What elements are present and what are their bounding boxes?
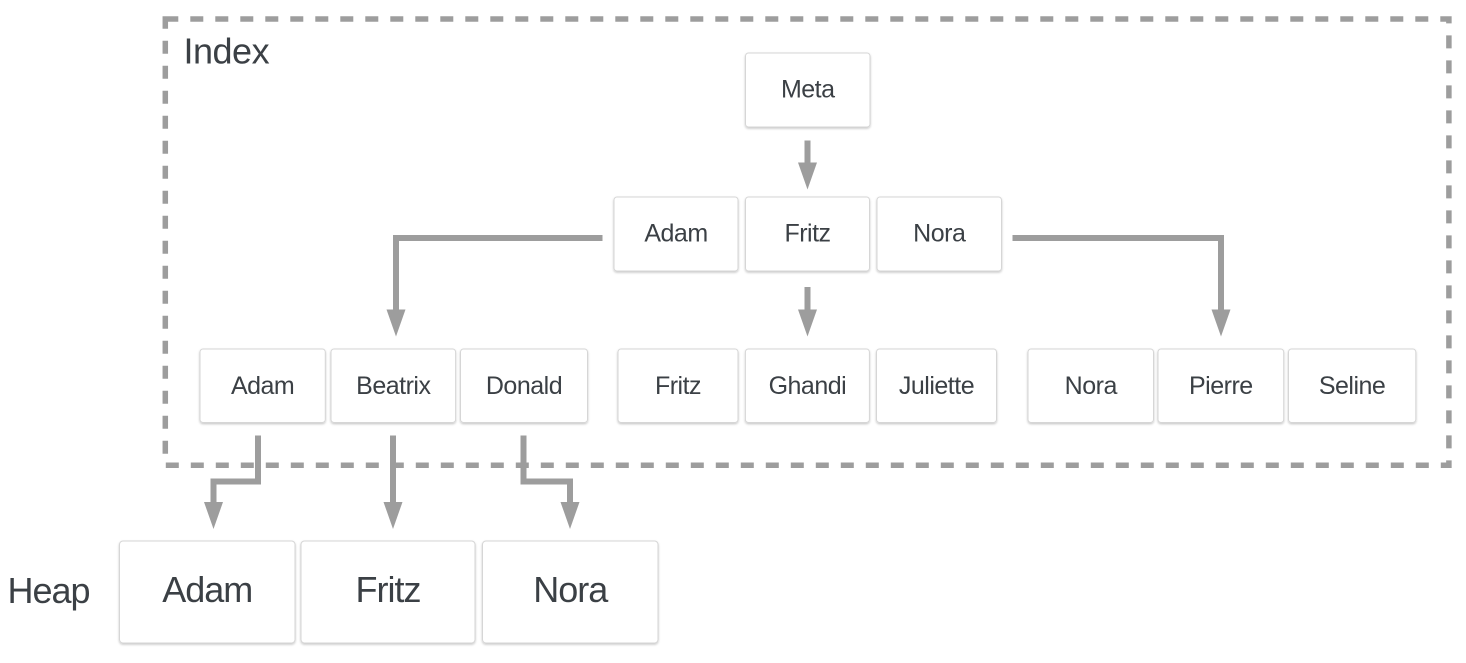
svg-text:Nora: Nora	[913, 220, 966, 248]
svg-text:Beatrix: Beatrix	[356, 372, 431, 400]
svg-text:Meta: Meta	[781, 76, 835, 104]
svg-text:Adam: Adam	[231, 372, 294, 400]
svg-text:Seline: Seline	[1319, 372, 1386, 400]
svg-text:Ghandi: Ghandi	[769, 372, 847, 400]
svg-text:Fritz: Fritz	[784, 220, 830, 248]
svg-text:Donald: Donald	[486, 372, 562, 400]
svg-text:Pierre: Pierre	[1189, 372, 1253, 400]
svg-text:Nora: Nora	[533, 569, 609, 610]
svg-text:Adam: Adam	[644, 220, 707, 248]
svg-text:Heap: Heap	[8, 570, 90, 611]
svg-text:Nora: Nora	[1065, 372, 1118, 400]
svg-text:Index: Index	[184, 31, 270, 72]
svg-text:Juliette: Juliette	[899, 372, 974, 400]
svg-text:Fritz: Fritz	[356, 569, 421, 610]
svg-text:Adam: Adam	[162, 569, 252, 610]
svg-text:Fritz: Fritz	[655, 372, 701, 400]
